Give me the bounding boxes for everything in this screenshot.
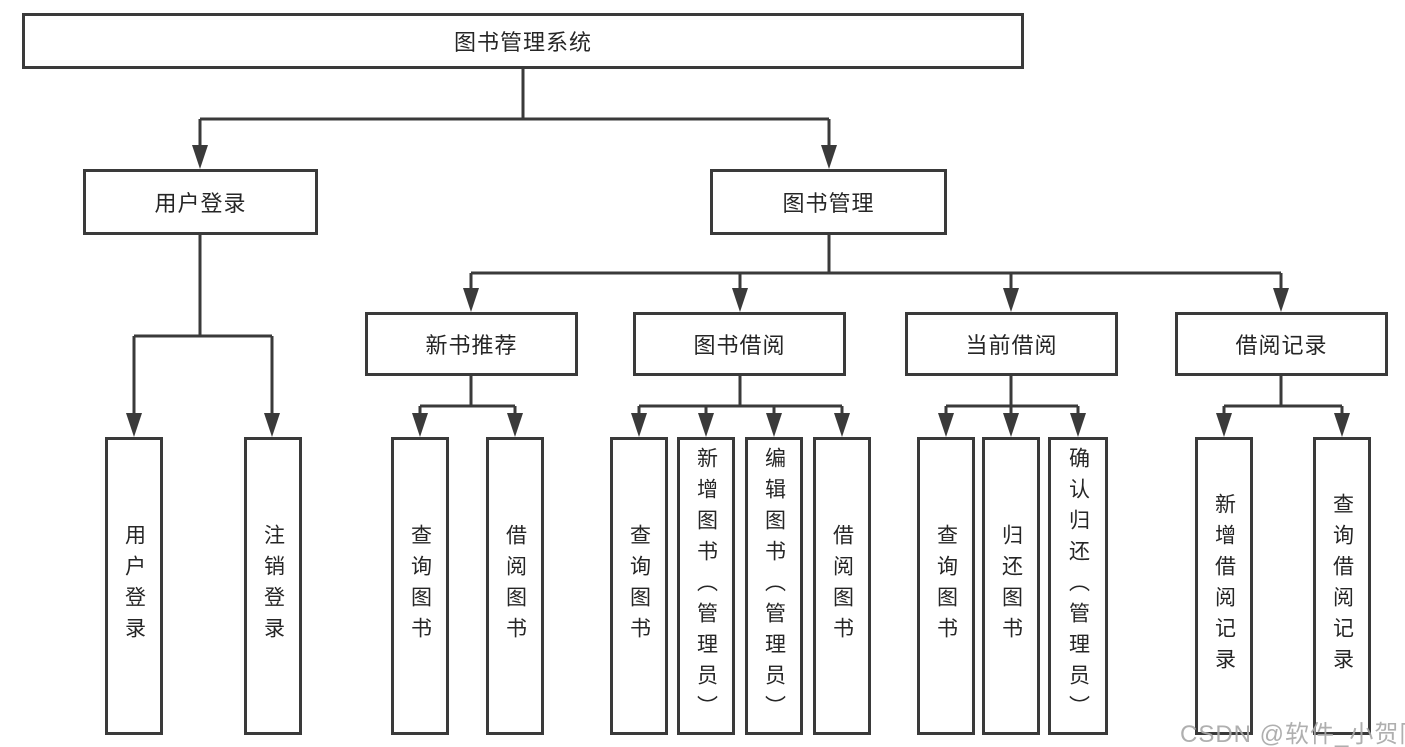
leaf-br-query-record-label: 查询借阅记录 [1330,493,1354,679]
leaf-bb-add-books-admin-label: 新增图书（管理员） [694,446,718,726]
leaf-bb-borrow-books-label: 借阅图书 [830,524,854,648]
node-borrow-record: 借阅记录 [1175,312,1388,376]
node-new-book-recommend-label: 新书推荐 [425,333,518,358]
connector-userlogin-to-leaves [132,235,274,425]
node-user-login-label: 用户登录 [154,191,247,216]
leaf-user-login-label: 用户登录 [122,524,146,648]
leaf-nb-query-books: 查询图书 [391,437,449,735]
leaf-nb-borrow-books-label: 借阅图书 [503,524,527,648]
leaf-br-add-record: 新增借阅记录 [1195,437,1253,735]
leaf-cb-query-books-label: 查询图书 [934,524,958,648]
leaf-bb-borrow-books: 借阅图书 [813,437,871,735]
leaf-br-query-record: 查询借阅记录 [1313,437,1371,735]
leaf-bb-edit-books-admin: 编辑图书（管理员） [745,437,803,735]
node-book-management: 图书管理 [710,169,947,235]
leaf-bb-add-books-admin: 新增图书（管理员） [677,437,735,735]
leaf-cb-confirm-return-admin-label: 确认归还（管理员） [1066,446,1090,726]
node-borrow-record-label: 借阅记录 [1235,333,1328,358]
leaf-nb-query-books-label: 查询图书 [408,524,432,648]
arrowheads [126,145,1350,437]
node-new-book-recommend: 新书推荐 [365,312,578,376]
connector-root-to-level2 [198,69,831,157]
connector-bookmgmt-to-level3 [469,235,1283,300]
leaf-cb-query-books: 查询图书 [917,437,975,735]
node-root: 图书管理系统 [22,13,1024,69]
node-book-borrow: 图书借阅 [633,312,846,376]
node-root-label: 图书管理系统 [453,30,592,55]
leaf-logout-label: 注销登录 [261,524,285,648]
node-current-borrow: 当前借阅 [905,312,1118,376]
connector-bookborrow-to-leaves [637,376,844,425]
connector-newbookrec-to-leaves [418,376,517,425]
leaf-cb-return-books: 归还图书 [982,437,1040,735]
leaf-logout: 注销登录 [244,437,302,735]
leaf-user-login: 用户登录 [105,437,163,735]
node-book-borrow-label: 图书借阅 [693,333,786,358]
leaf-cb-confirm-return-admin: 确认归还（管理员） [1048,437,1108,735]
leaf-br-add-record-label: 新增借阅记录 [1212,493,1236,679]
leaf-cb-return-books-label: 归还图书 [999,524,1023,648]
node-current-borrow-label: 当前借阅 [965,333,1058,358]
leaf-nb-borrow-books: 借阅图书 [486,437,544,735]
node-book-management-label: 图书管理 [782,191,875,216]
connector-borrowrecord-to-leaves [1222,376,1344,425]
watermark: CSDN @软件_小贺同学 [1180,721,1405,747]
leaf-bb-query-books-label: 查询图书 [627,524,651,648]
leaf-bb-edit-books-admin-label: 编辑图书（管理员） [762,446,786,726]
leaf-bb-query-books: 查询图书 [610,437,668,735]
node-user-login: 用户登录 [83,169,318,235]
